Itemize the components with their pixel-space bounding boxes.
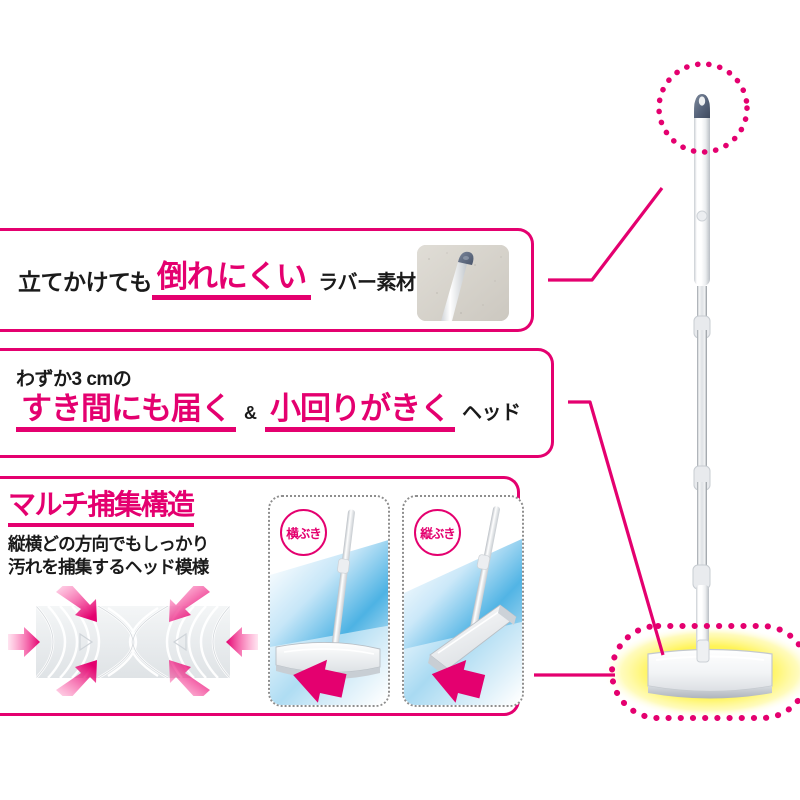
rubber-tip-photo [417,245,509,321]
wall-speckle [428,252,502,314]
head-pattern-diagram [8,580,258,701]
arrow-top-left [56,580,97,622]
shaft-joint [476,554,491,570]
cap-hang-hole [698,96,706,106]
multi-title: マルチ捕集構造 [8,489,195,528]
callout-stand-row: 立てかけても 倒れにくい ラバー素材 [0,231,531,329]
rubber-cap [694,94,710,118]
grip-detail [696,210,708,222]
mop-head [647,639,773,699]
multi-text-column: マルチ捕集構造 縦横どの方向でもしっかり 汚れを捕集するヘッド模様 [8,489,258,713]
bottom-highlight-dotted-oval [609,623,800,721]
callout-stand-resistance[interactable]: 立てかけても 倒れにくい ラバー素材 [0,228,534,332]
multi-subtitle-line2: 汚れを捕集するヘッド模様 [8,556,209,577]
stand-pre-text: 立てかけても [18,269,152,295]
gap-highlight-2: 小回りがきく [265,391,455,432]
pad-center-marks [79,632,187,652]
mop-vertical-wipe-photo [404,497,522,705]
shaft-joint [337,558,350,574]
arrow-top-right [169,580,210,622]
arrow-bottom-right [169,659,210,701]
stand-post-text: ラバー素材 [318,271,416,294]
callout-multi-inner: マルチ捕集構造 縦横どの方向でもしっかり 汚れを捕集するヘッド模様 [0,479,524,713]
panel-vertical-wipe[interactable]: 縦ぶき [402,495,524,707]
tip-pole-shaft [441,262,467,321]
gap-conjunction: & [244,403,257,423]
gap-post-text: ヘッド [462,402,521,424]
stand-highlight-text: 倒れにくい [151,259,312,300]
mop-shaft [467,506,500,646]
panel-horizontal-wipe[interactable]: 横ぶき [268,495,390,707]
gap-highlight-1: すき間にも届く [16,391,236,432]
pole-steel-2 [697,330,707,480]
top-highlight-dotted-circle [656,61,750,155]
pad-outline-detail [36,605,230,678]
callout-gap-inner: わずか3 cmの すき間にも届く & 小回りがきく ヘッド [0,351,551,432]
multi-title-wrap: マルチ捕集構造 [8,489,258,528]
gap-top-text: わずか3 cmの [16,369,132,390]
pole-upper-white [694,98,710,286]
callout-gap-reach[interactable]: わずか3 cmの すき間にも届く & 小回りがきく ヘッド [0,348,554,458]
badge-vertical-wipe: 縦ぶき [414,509,461,556]
callout-multi-capture[interactable]: マルチ捕集構造 縦横どの方向でもしっかり 汚れを捕集するヘッド模様 [0,476,524,716]
pole-lower [696,585,709,657]
badge-horizontal-wipe: 横ぶき [280,509,327,556]
pole-steel-3 [697,482,707,572]
arrow-right [226,626,258,657]
wipe-demo-panels: 横ぶき [268,489,524,713]
direction-arrow-horizontal [293,659,347,703]
mop-shaft [332,509,355,645]
mop-horizontal-wipe-photo [270,497,388,705]
multi-subtitle-line1: 縦横どの方向でもしっかり [8,534,209,555]
multi-subtitle: 縦横どの方向でもしっかり 汚れを捕集するヘッド模様 [8,533,258,578]
arrow-bottom-left [56,659,97,701]
direction-arrow-vertical [431,660,486,703]
gap-main-line: すき間にも届く & 小回りがきく ヘッド [16,391,551,432]
arrow-left [8,626,40,657]
